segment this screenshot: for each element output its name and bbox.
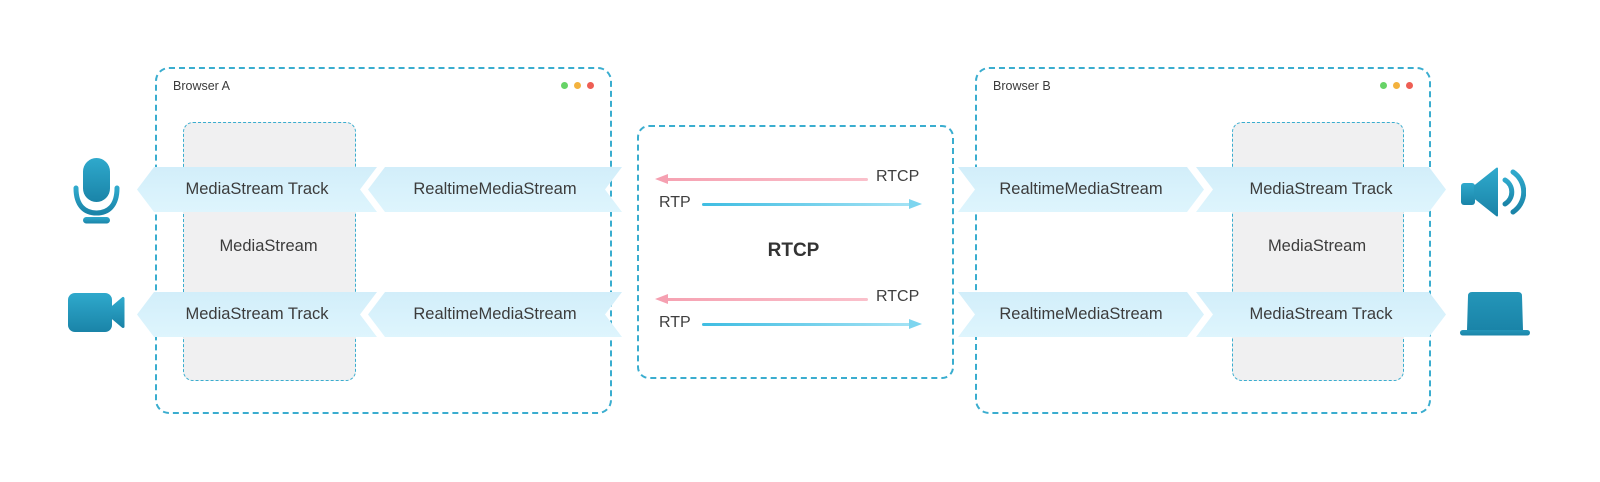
chevron-label: RealtimeMediaStream	[413, 180, 577, 198]
chevron-label: RealtimeMediaStream	[413, 305, 577, 323]
window-dot-yellow	[574, 82, 581, 89]
browser-a-audio-realtime-chevron: RealtimeMediaStream	[368, 167, 622, 212]
browser-a-video-track-chevron: MediaStream Track	[137, 292, 377, 337]
chevron-label: MediaStream Track	[185, 180, 329, 198]
browser-b-audio-realtime-chevron: RealtimeMediaStream	[958, 167, 1204, 212]
arrow-head	[655, 174, 668, 184]
network-center-label: RTCP	[767, 240, 820, 261]
network-transport-box	[637, 125, 954, 379]
arrow-shaft	[702, 202, 913, 206]
window-controls-b	[1380, 82, 1413, 89]
audio-rtp-arrow-right	[702, 199, 922, 209]
video-rtcp-arrow-left	[655, 294, 868, 304]
video-rtp-arrow-right	[702, 319, 922, 329]
window-controls-a	[561, 82, 594, 89]
media-stream-group-b	[1232, 122, 1404, 381]
chevron-label: RealtimeMediaStream	[999, 305, 1163, 323]
browser-b-video-track-chevron: MediaStream Track	[1196, 292, 1446, 337]
speaker-icon	[1461, 167, 1526, 217]
audio-rtp-label: RTP	[659, 194, 691, 211]
chevron-label: MediaStream Track	[1249, 180, 1393, 198]
arrow-shaft	[702, 322, 913, 326]
video-rtp-label: RTP	[659, 314, 691, 331]
arrow-shaft	[664, 297, 868, 301]
window-dot-yellow	[1393, 82, 1400, 89]
video-camera-icon	[68, 293, 125, 332]
arrow-head	[909, 199, 922, 209]
media-stream-group-a	[183, 122, 356, 381]
browser-b-title: Browser B	[993, 79, 1051, 93]
window-dot-green	[1380, 82, 1387, 89]
browser-a-audio-track-chevron: MediaStream Track	[137, 167, 377, 212]
chevron-label: MediaStream Track	[185, 305, 329, 323]
laptop-icon	[1460, 292, 1530, 336]
browser-a-video-realtime-chevron: RealtimeMediaStream	[368, 292, 622, 337]
chevron-label: RealtimeMediaStream	[999, 180, 1163, 198]
browser-b-audio-track-chevron: MediaStream Track	[1196, 167, 1446, 212]
media-stream-label-a: MediaStream	[219, 237, 318, 255]
browser-b-video-realtime-chevron: RealtimeMediaStream	[958, 292, 1204, 337]
arrow-head	[655, 294, 668, 304]
browser-a-title: Browser A	[173, 79, 230, 93]
window-dot-red	[587, 82, 594, 89]
video-rtcp-label: RTCP	[876, 288, 920, 305]
arrow-shaft	[664, 177, 868, 181]
audio-rtcp-arrow-left	[655, 174, 868, 184]
window-dot-red	[1406, 82, 1413, 89]
window-dot-green	[561, 82, 568, 89]
microphone-icon	[73, 158, 120, 224]
arrow-head	[909, 319, 922, 329]
chevron-label: MediaStream Track	[1249, 305, 1393, 323]
audio-rtcp-label: RTCP	[876, 168, 920, 185]
media-stream-label-b: MediaStream	[1267, 237, 1367, 255]
